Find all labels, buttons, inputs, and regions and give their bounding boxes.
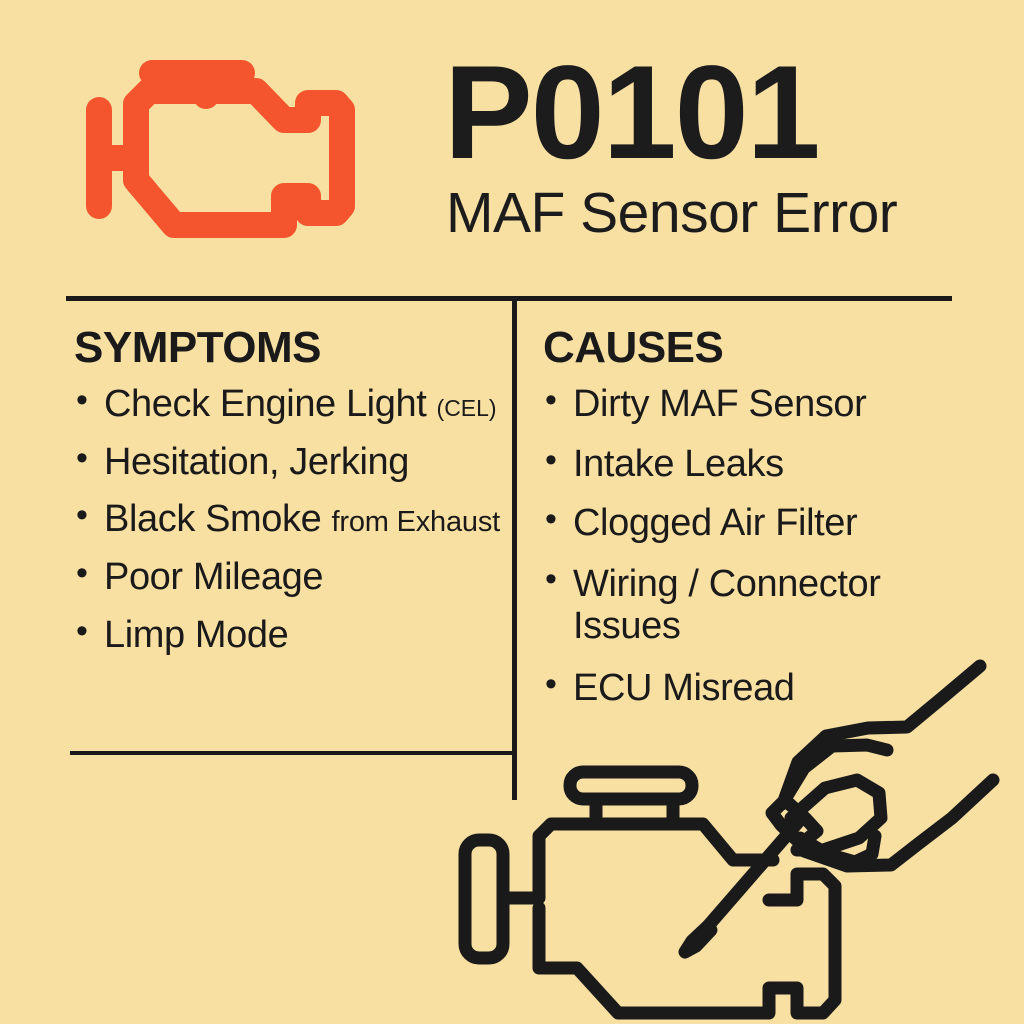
hand-icon <box>775 659 1000 873</box>
list-item: Limp Mode <box>74 613 514 656</box>
list-item: Poor Mileage <box>74 556 514 599</box>
list-item: Wiring / Connector Issues <box>543 562 943 648</box>
list-item: Clogged Air Filter <box>543 502 943 545</box>
list-item-label: Limp Mode <box>104 613 289 656</box>
list-item-label: Black Smoke <box>104 498 322 541</box>
check-engine-light-icon <box>84 58 374 258</box>
symptoms-column: SYMPTOMS Check Engine Light (CEL) Hesita… <box>74 323 514 674</box>
list-item-label: Dirty MAF Sensor <box>573 382 867 425</box>
list-item: Dirty MAF Sensor <box>543 382 943 425</box>
divider-vertical <box>512 299 517 800</box>
list-item-label: Wiring / Connector Issues <box>573 563 881 647</box>
engine-repair-illustration <box>455 628 1024 1024</box>
symptoms-list: Check Engine Light (CEL) Hesitation, Jer… <box>74 382 514 656</box>
list-item: Hesitation, Jerking <box>74 440 514 483</box>
causes-heading: CAUSES <box>543 323 724 372</box>
title-block: P0101 MAF Sensor Error <box>444 39 964 246</box>
header-section: P0101 MAF Sensor Error <box>0 0 1024 298</box>
causes-column: CAUSES Dirty MAF Sensor Intake Leaks Clo… <box>543 323 943 728</box>
causes-list: Dirty MAF Sensor Intake Leaks Clogged Ai… <box>543 382 943 709</box>
list-item-suffix: from Exhaust <box>331 506 501 539</box>
list-item-label: Hesitation, Jerking <box>104 440 409 483</box>
list-item: Intake Leaks <box>543 442 943 485</box>
divider-bottom-horizontal <box>70 751 514 755</box>
list-item-label: ECU Misread <box>573 666 795 709</box>
engine-block-icon <box>458 765 842 1020</box>
page-title: P0101 <box>444 39 821 187</box>
list-item-label: Check Engine Light <box>104 382 427 425</box>
list-item-suffix: (CEL) <box>436 394 497 421</box>
list-item: Check Engine Light (CEL) <box>74 382 514 425</box>
divider-top-horizontal <box>66 296 952 301</box>
list-item: Black Smoke from Exhaust <box>74 498 514 541</box>
list-item-label: Clogged Air Filter <box>573 502 858 545</box>
list-item-label: Poor Mileage <box>104 556 324 599</box>
symptoms-heading: SYMPTOMS <box>74 323 322 372</box>
page-subtitle: MAF Sensor Error <box>446 181 898 246</box>
list-item-label: Intake Leaks <box>573 442 784 485</box>
list-item: ECU Misread <box>543 666 943 709</box>
